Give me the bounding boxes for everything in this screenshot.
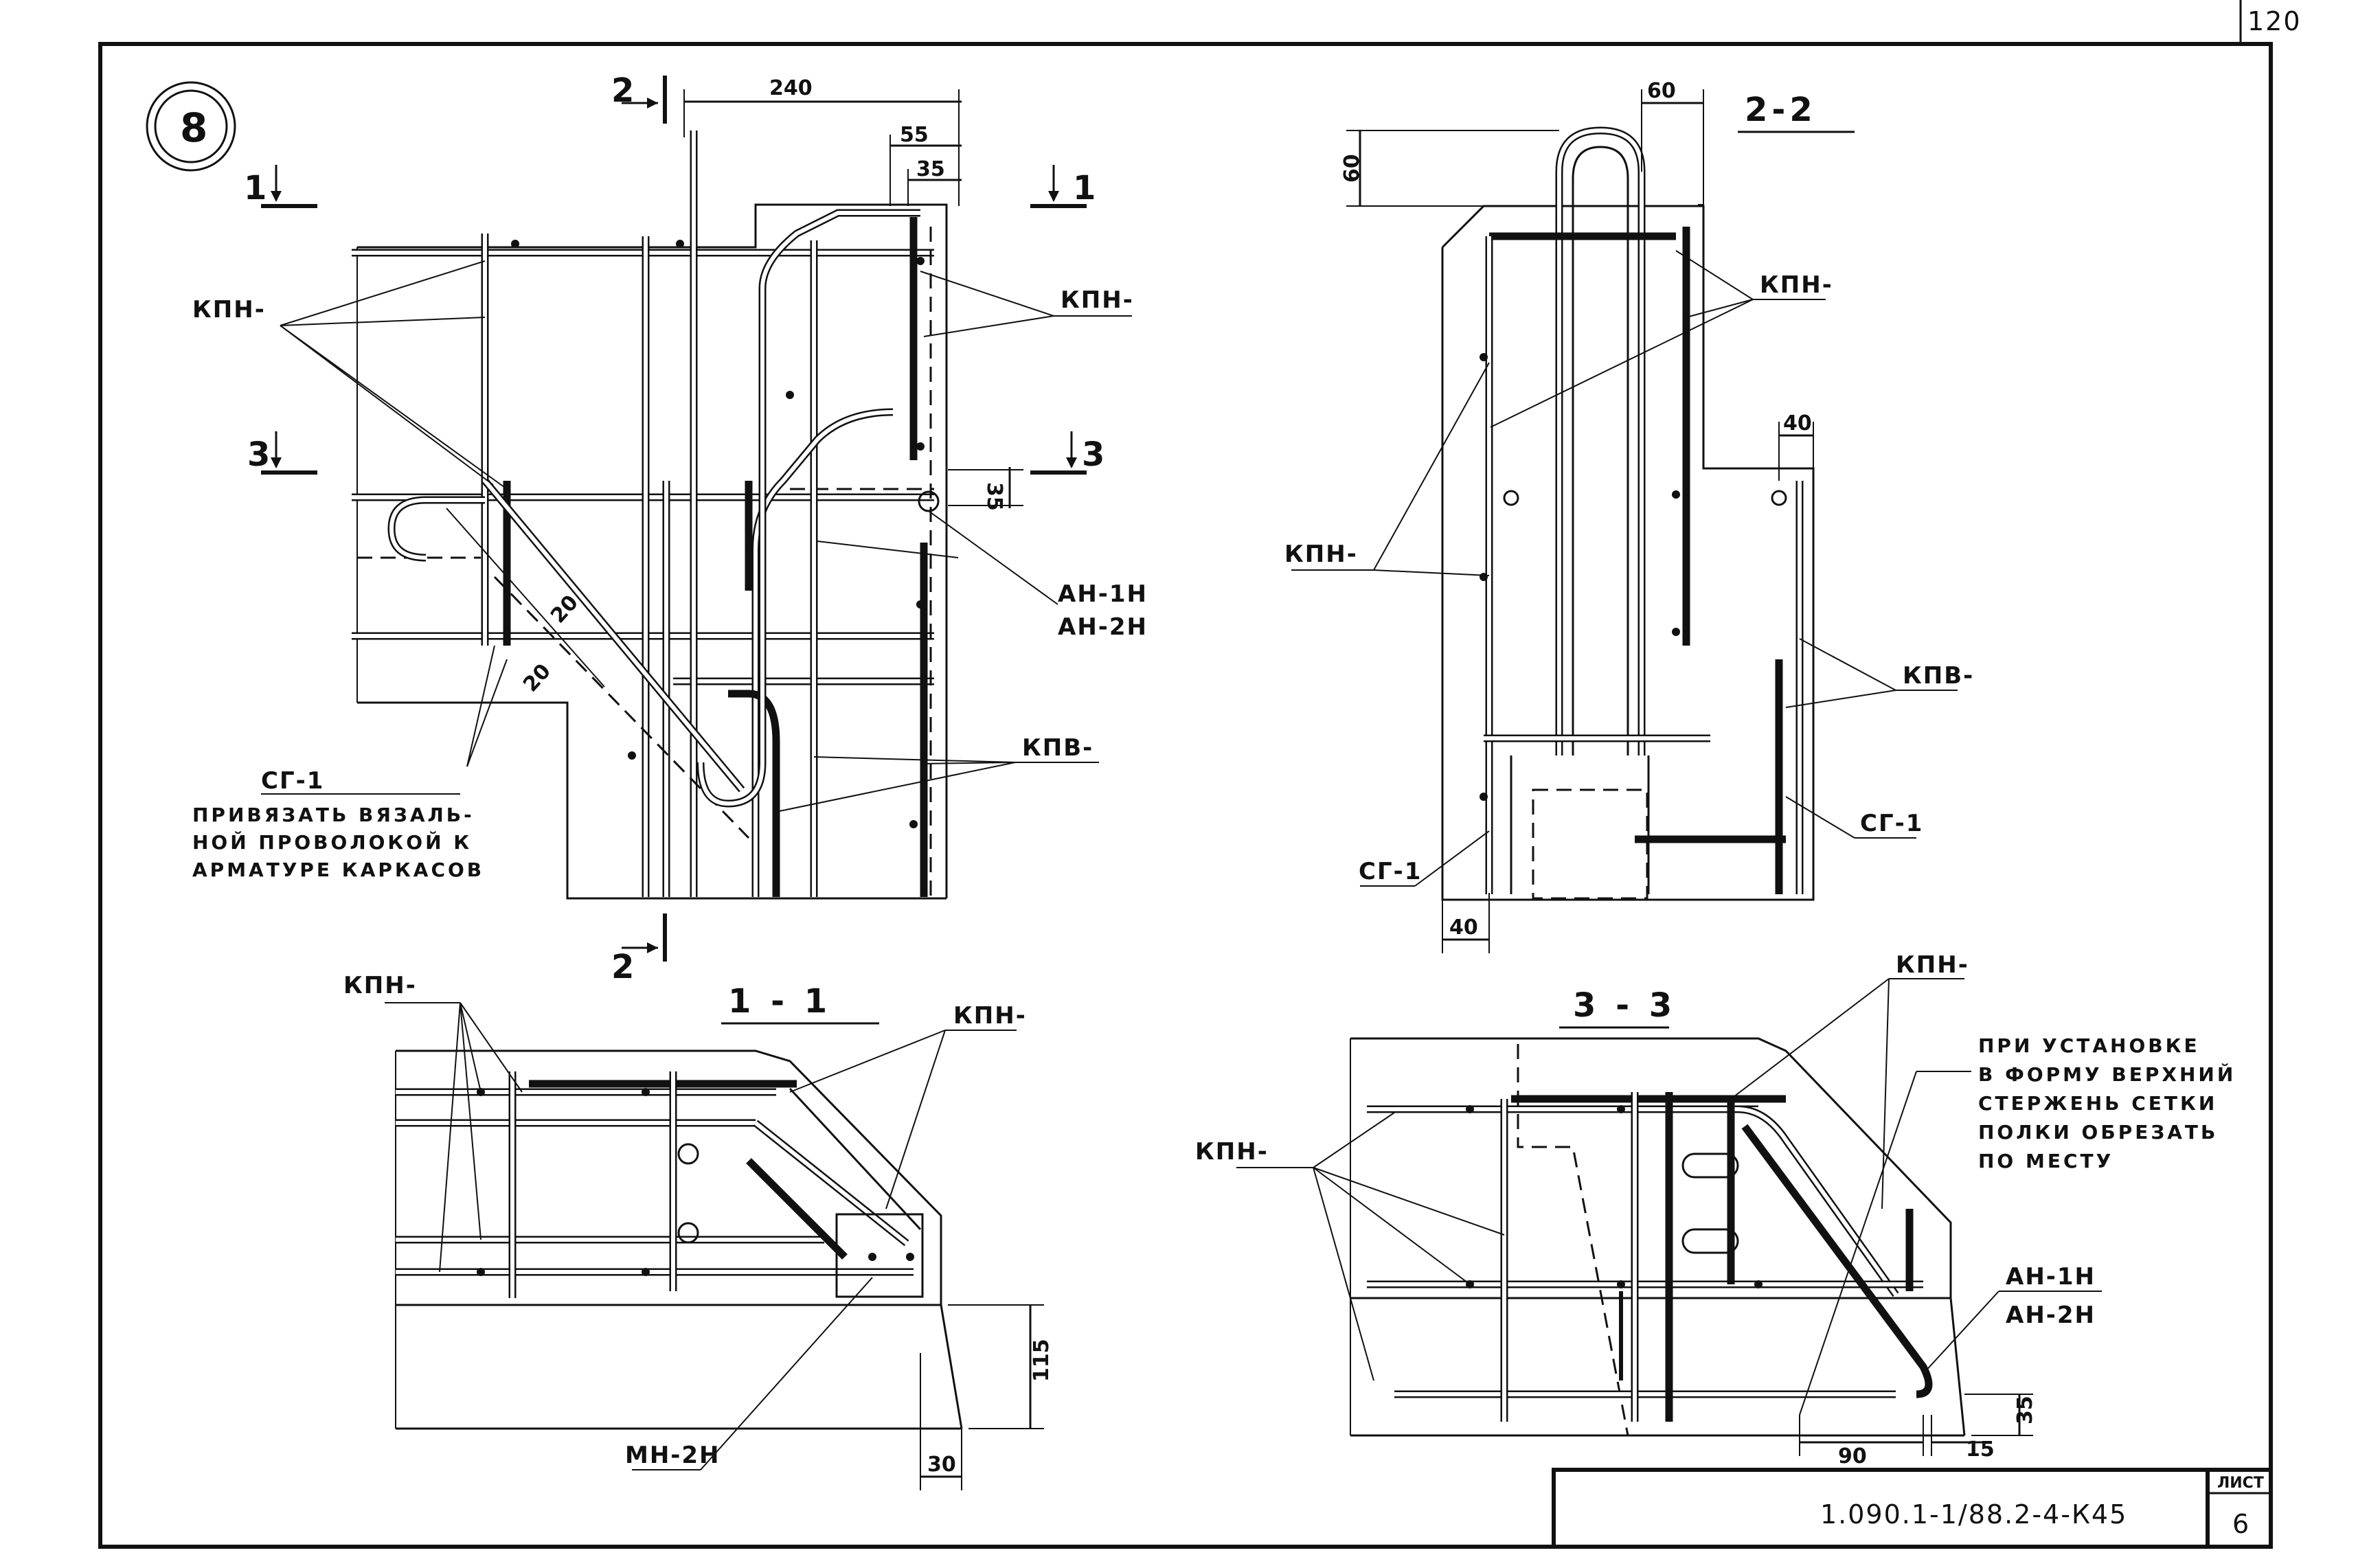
section-2-2: 2-2 60 60 40 40	[1284, 79, 1974, 953]
section-1-1-title: 1 - 1	[728, 982, 831, 1021]
cut-2-bottom: 2	[611, 948, 638, 986]
plan-note-line1: ПРИВЯЗАТЬ ВЯЗАЛЬ-	[192, 804, 475, 826]
dim-60-v: 60	[1340, 154, 1364, 183]
note-3-3-line2: В ФОРМУ ВЕРХНИЙ	[1978, 1063, 2236, 1086]
title-block: 1.090.1-1/88.2-4-К45 ЛИСТ 6	[1552, 1468, 2273, 1549]
label-sg-1-2-2-left: СГ-1	[1359, 858, 1422, 885]
note-3-3-line3: СТЕРЖЕНЬ СЕТКИ	[1978, 1092, 2217, 1115]
note-3-3-line4: ПОЛКИ ОБРЕЗАТЬ	[1978, 1121, 2218, 1144]
dim-15: 15	[1966, 1438, 1995, 1462]
dim-60-h: 60	[1647, 79, 1676, 103]
label-an-1n-3-3: АН-1Н	[2006, 1263, 2096, 1291]
section-2-2-title: 2-2	[1745, 91, 1817, 129]
section-1-1: 1 - 1 115 30 КПН-	[343, 972, 1054, 1490]
dim-35-3-3: 35	[2013, 1396, 2037, 1424]
label-kpn-2-2-left: КПН-	[1284, 541, 1358, 568]
detail-marker: 8	[146, 81, 236, 172]
detail-number: 8	[180, 104, 212, 151]
dim-40-bottom: 40	[1449, 916, 1478, 940]
dim-40-top: 40	[1783, 411, 1812, 435]
dim-20-b: 20	[519, 659, 556, 696]
label-kpv-plan: КПВ-	[1022, 734, 1093, 762]
note-3-3-line5: ПО МЕСТУ	[1978, 1150, 2113, 1172]
dim-55: 55	[900, 123, 929, 147]
cut-1-right: 1	[1073, 169, 1100, 207]
dim-90: 90	[1838, 1444, 1867, 1468]
label-kpv-2-2: КПВ-	[1903, 662, 1974, 690]
label-an-2n-plan: АН-2Н	[1058, 613, 1148, 641]
label-kpn-3-3-top: КПН-	[1896, 951, 1969, 979]
label-sg-1-plan: СГ-1	[261, 767, 324, 795]
label-sg-1-2-2-right: СГ-1	[1860, 810, 1923, 837]
note-3-3-line1: ПРИ УСТАНОВКЕ	[1978, 1034, 2200, 1057]
plan-note-line3: АРМАТУРЕ КАРКАСОВ	[192, 859, 484, 881]
label-mn-2n: МН-2Н	[625, 1442, 721, 1469]
dim-115: 115	[1030, 1339, 1054, 1382]
sheet-label: ЛИСТ	[2217, 1475, 2264, 1492]
section-3-3: 3 - 3 35 90 15	[1195, 951, 2236, 1468]
cut-2-top: 2	[611, 71, 638, 110]
dim-240: 240	[769, 76, 813, 100]
label-an-1n-plan: АН-1Н	[1058, 580, 1148, 608]
label-kpn-1-1-left: КПН-	[343, 972, 417, 999]
sheet-number: 6	[2232, 1509, 2250, 1539]
plan-view: 2 2 1 1 3 3 240 55 35 35 20 20 КПН-	[192, 71, 1148, 986]
label-an-2n-3-3: АН-2Н	[2006, 1302, 2096, 1329]
document-code: 1.090.1-1/88.2-4-К45	[1820, 1499, 2127, 1530]
label-kpn-plan-right: КПН-	[1061, 286, 1134, 314]
label-kpn-1-1-right: КПН-	[953, 1002, 1027, 1030]
label-kpn-plan-left: КПН-	[192, 296, 266, 323]
plan-note-line2: НОЙ ПРОВОЛОКОЙ К	[192, 830, 472, 854]
dim-35-mid: 35	[982, 482, 1006, 511]
section-3-3-title: 3 - 3	[1573, 986, 1676, 1025]
cut-1-left: 1	[244, 169, 271, 207]
dim-30: 30	[927, 1453, 956, 1477]
label-kpn-3-3-left: КПН-	[1195, 1138, 1269, 1166]
cut-3-right: 3	[1082, 435, 1109, 474]
page-number: 120	[2247, 6, 2302, 36]
label-kpn-2-2-right: КПН-	[1760, 271, 1833, 299]
cut-3-left: 3	[247, 435, 274, 474]
dim-35-top: 35	[916, 157, 945, 181]
sheet-frame: 1 20	[98, 0, 2302, 1549]
